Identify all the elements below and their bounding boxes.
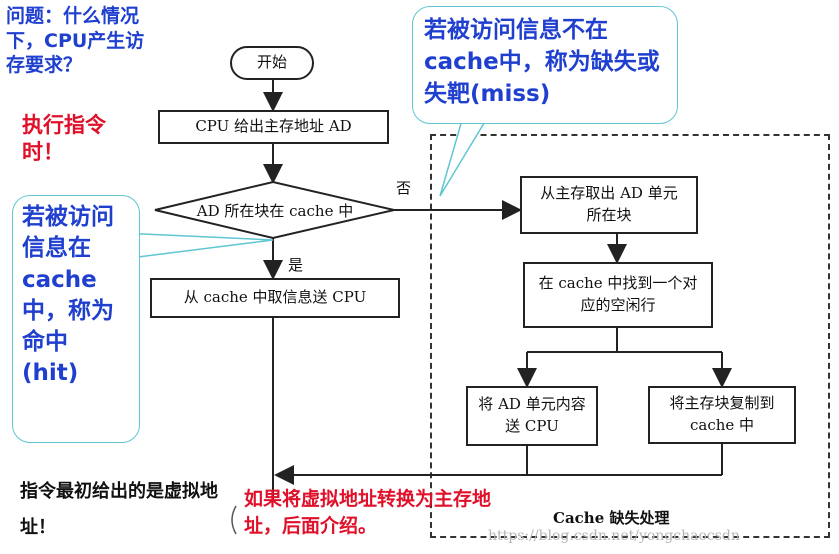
hit-action-box: 从 cache 中取信息送 CPU <box>150 278 400 318</box>
miss-callout-text: 若被访问信息不在cache中，称为缺失或失靶(miss) <box>424 17 660 108</box>
decision-text: AD 所在块在 cache 中 <box>196 202 354 220</box>
miss-step2-text: 在 cache 中找到一个对应的空闲行 <box>538 274 698 314</box>
step1-box: CPU 给出主存地址 AD <box>158 110 389 144</box>
miss-step1-text: 从主存取出 AD 单元所在块 <box>540 184 678 224</box>
miss-left-text: 将 AD 单元内容送 CPU <box>478 395 586 435</box>
exec-annotation: 执行指令时！ <box>22 113 106 165</box>
start-node: 开始 <box>230 46 314 80</box>
yes-label: 是 <box>288 256 304 274</box>
no-label: 否 <box>396 179 412 197</box>
miss-region-label: Cache 缺失处理 <box>553 509 670 527</box>
virtual-address-annotation: 指令最初给出的是虚拟地址！ <box>20 481 218 538</box>
hit-callout <box>12 195 140 443</box>
translate-annotation: 如果将虚拟地址转换为主存地址，后面介绍。 <box>244 488 492 537</box>
question-annotation: 问题：什么情况下，CPU产生访存要求？ <box>6 5 145 77</box>
miss-callout-pointer <box>439 109 493 197</box>
paren-mark <box>231 505 237 535</box>
miss-step2-box: 在 cache 中找到一个对应的空闲行 <box>523 262 713 328</box>
miss-left-box: 将 AD 单元内容送 CPU <box>466 386 598 446</box>
hit-callout-pointer <box>99 231 274 259</box>
miss-step1-box: 从主存取出 AD 单元所在块 <box>520 176 698 234</box>
hit-callout-text: 若被访问信息在cache中，称为命中(hit) <box>22 204 114 387</box>
watermark: https://blog.csdn.net/yongchaocsdn <box>488 528 740 544</box>
miss-handling-region <box>430 134 830 538</box>
miss-right-text: 将主存块复制到 cache 中 <box>669 394 775 434</box>
miss-callout <box>412 6 678 124</box>
miss-right-box: 将主存块复制到 cache 中 <box>648 386 796 444</box>
